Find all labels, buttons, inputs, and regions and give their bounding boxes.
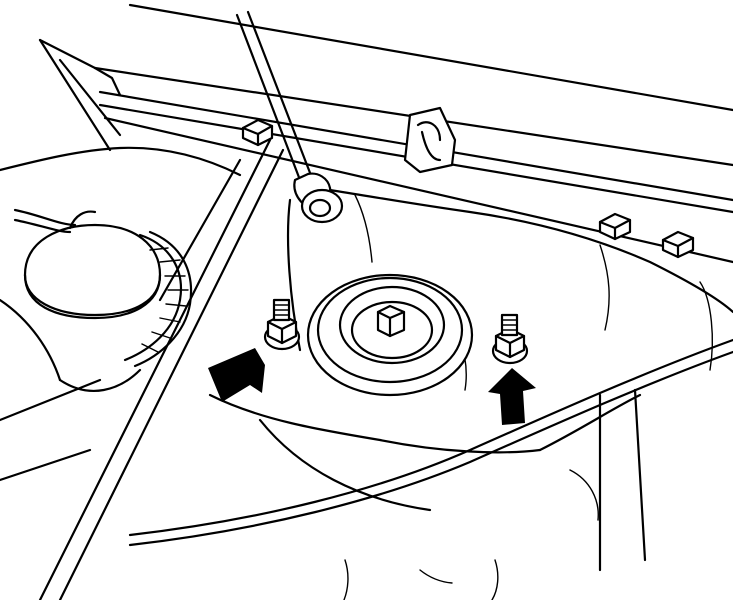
clip-bracket — [403, 106, 457, 174]
brake-cable-edge — [128, 350, 733, 547]
mounting-nut-right — [491, 313, 529, 365]
wire-harness — [13, 208, 193, 368]
brake-cable — [128, 338, 733, 537]
strut-top-mount — [306, 273, 474, 397]
support-rod — [235, 10, 344, 224]
flange-bolt-1 — [241, 118, 274, 147]
flange-bolt-2 — [598, 212, 632, 241]
mounting-nut-left — [263, 298, 301, 351]
arrow-right — [488, 368, 536, 425]
left-trim — [0, 146, 242, 482]
flange-bolt-3 — [661, 230, 695, 259]
flange-bolts — [241, 118, 695, 259]
arrow-left — [208, 348, 265, 402]
